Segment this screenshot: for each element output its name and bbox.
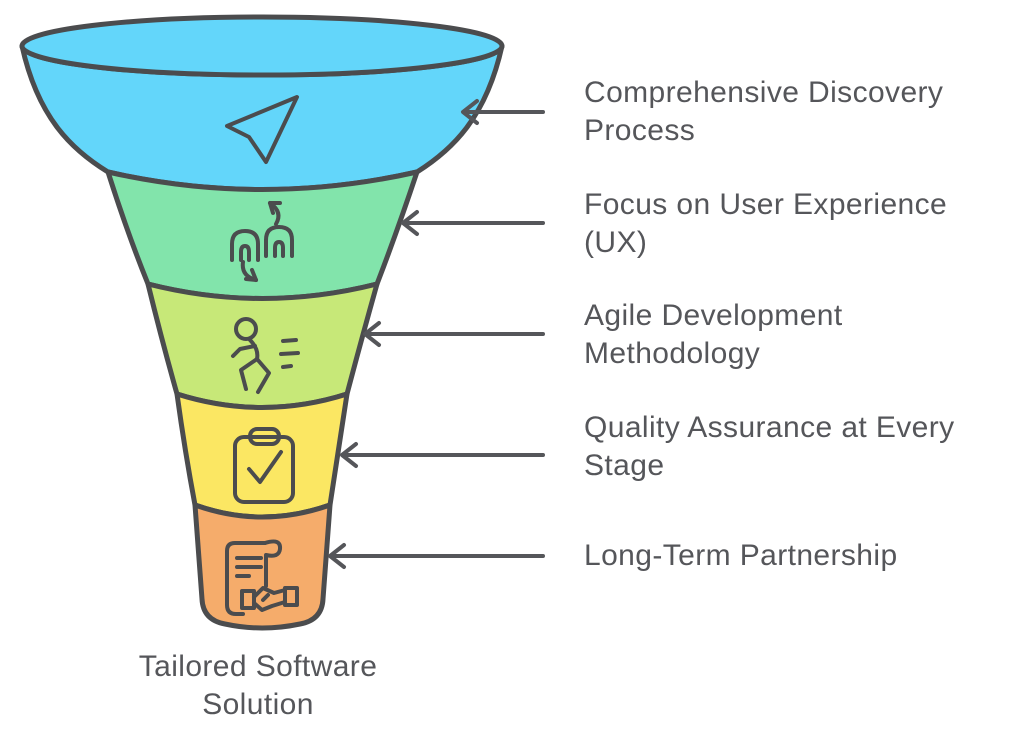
- funnel-segment-ux: [105, 169, 420, 301]
- funnel-segment-qa: [174, 391, 350, 520]
- stage-label-ux: Focus on User Experience (UX): [584, 186, 947, 262]
- stage-label-line: Agile Development: [584, 299, 843, 332]
- stage-label-discovery: Comprehensive Discovery Process: [584, 74, 943, 150]
- stage-label-line: Quality Assurance at Every: [584, 411, 955, 444]
- stage-label-line: Stage: [584, 449, 665, 482]
- contract-handshake-icon: [225, 539, 299, 616]
- stage-label-qa: Quality Assurance at Every Stage: [584, 409, 955, 485]
- stage-label-line: Methodology: [584, 337, 761, 370]
- funnel-caption-line: Tailored Software: [138, 650, 378, 683]
- stage-label-partnership: Long-Term Partnership: [584, 537, 898, 575]
- stage-label-line: Comprehensive Discovery: [584, 76, 944, 109]
- arrow-discovery: [461, 99, 545, 125]
- funnel-segments: [19, 14, 505, 631]
- arrow-partnership: [328, 543, 545, 569]
- stage-label-line: Long-Term Partnership: [584, 539, 898, 572]
- funnel-caption-line: Solution: [202, 688, 314, 721]
- stage-label-line: Focus on User Experience: [584, 188, 948, 221]
- clipboard-check-icon: [233, 427, 295, 504]
- arrow-agile: [363, 321, 545, 347]
- running-person-icon: [231, 317, 300, 394]
- arrow-ux: [401, 210, 545, 236]
- arrow-qa: [340, 442, 545, 468]
- funnel-top-opening: [19, 14, 505, 78]
- stage-label-line: (UX): [584, 226, 648, 259]
- stage-label-line: Process: [584, 114, 696, 147]
- swap-arrows-icon: [230, 201, 294, 282]
- stage-label-agile: Agile Development Methodology: [584, 297, 843, 373]
- paper-plane-icon: [225, 95, 299, 164]
- funnel-segment-agile: [145, 281, 380, 410]
- funnel-caption: Tailored Software Solution: [56, 648, 460, 724]
